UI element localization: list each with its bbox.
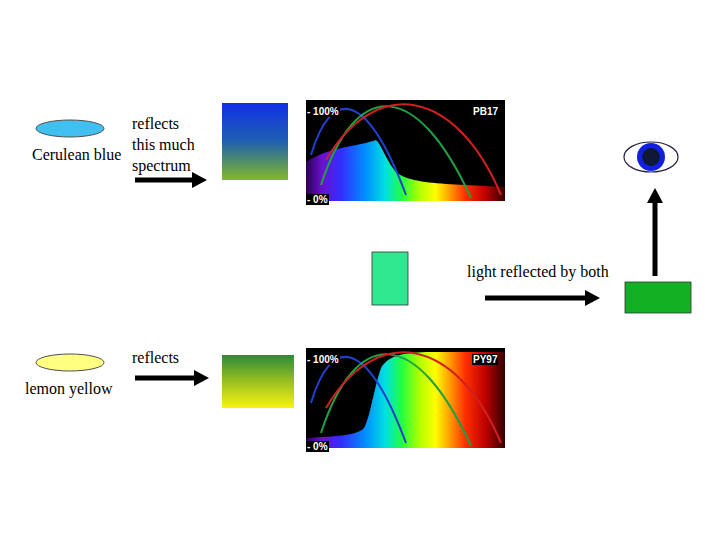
arrow <box>647 188 663 276</box>
label-holder: - 0% <box>306 189 329 207</box>
spectrum-chart <box>306 348 505 448</box>
axis-label: - 0% <box>306 194 329 205</box>
axis-label: - 100% <box>306 106 340 117</box>
eye <box>624 142 678 172</box>
caption-text: reflects <box>132 347 179 368</box>
ellipse-shape <box>35 119 105 138</box>
axis-label: - 0% <box>306 441 329 452</box>
paint-name: lemon yellow <box>25 378 113 399</box>
label-holder: PY97 <box>472 349 498 367</box>
color-swatch <box>222 355 294 408</box>
label-holder: - 100% <box>306 101 340 119</box>
arrow <box>135 370 209 386</box>
arrow <box>485 290 600 306</box>
label-holder: light reflected by both <box>467 261 609 282</box>
spectrum-chart <box>306 100 505 201</box>
caption-text: reflects this much spectrum <box>132 113 206 176</box>
ellipse-shape <box>35 353 105 372</box>
axis-label: - 100% <box>306 354 340 365</box>
paint-name: Cerulean blue <box>32 144 121 165</box>
caption-text: light reflected by both <box>467 261 609 282</box>
paint-blob: Cerulean blue <box>30 119 121 165</box>
label-holder: - 100% <box>306 349 340 367</box>
pigment-code: PY97 <box>472 354 498 365</box>
pigment-code: PB17 <box>472 106 499 117</box>
label-holder: reflects <box>132 347 179 368</box>
label-holder: reflects this much spectrum <box>132 113 206 176</box>
perceived-color <box>625 282 691 313</box>
arrow <box>135 172 207 188</box>
paint-blob: lemon yellow <box>22 353 113 399</box>
color-swatch <box>222 103 288 180</box>
label-holder: - 0% <box>306 436 329 454</box>
label-holder: PB17 <box>472 101 499 119</box>
mixed-light <box>372 252 408 305</box>
